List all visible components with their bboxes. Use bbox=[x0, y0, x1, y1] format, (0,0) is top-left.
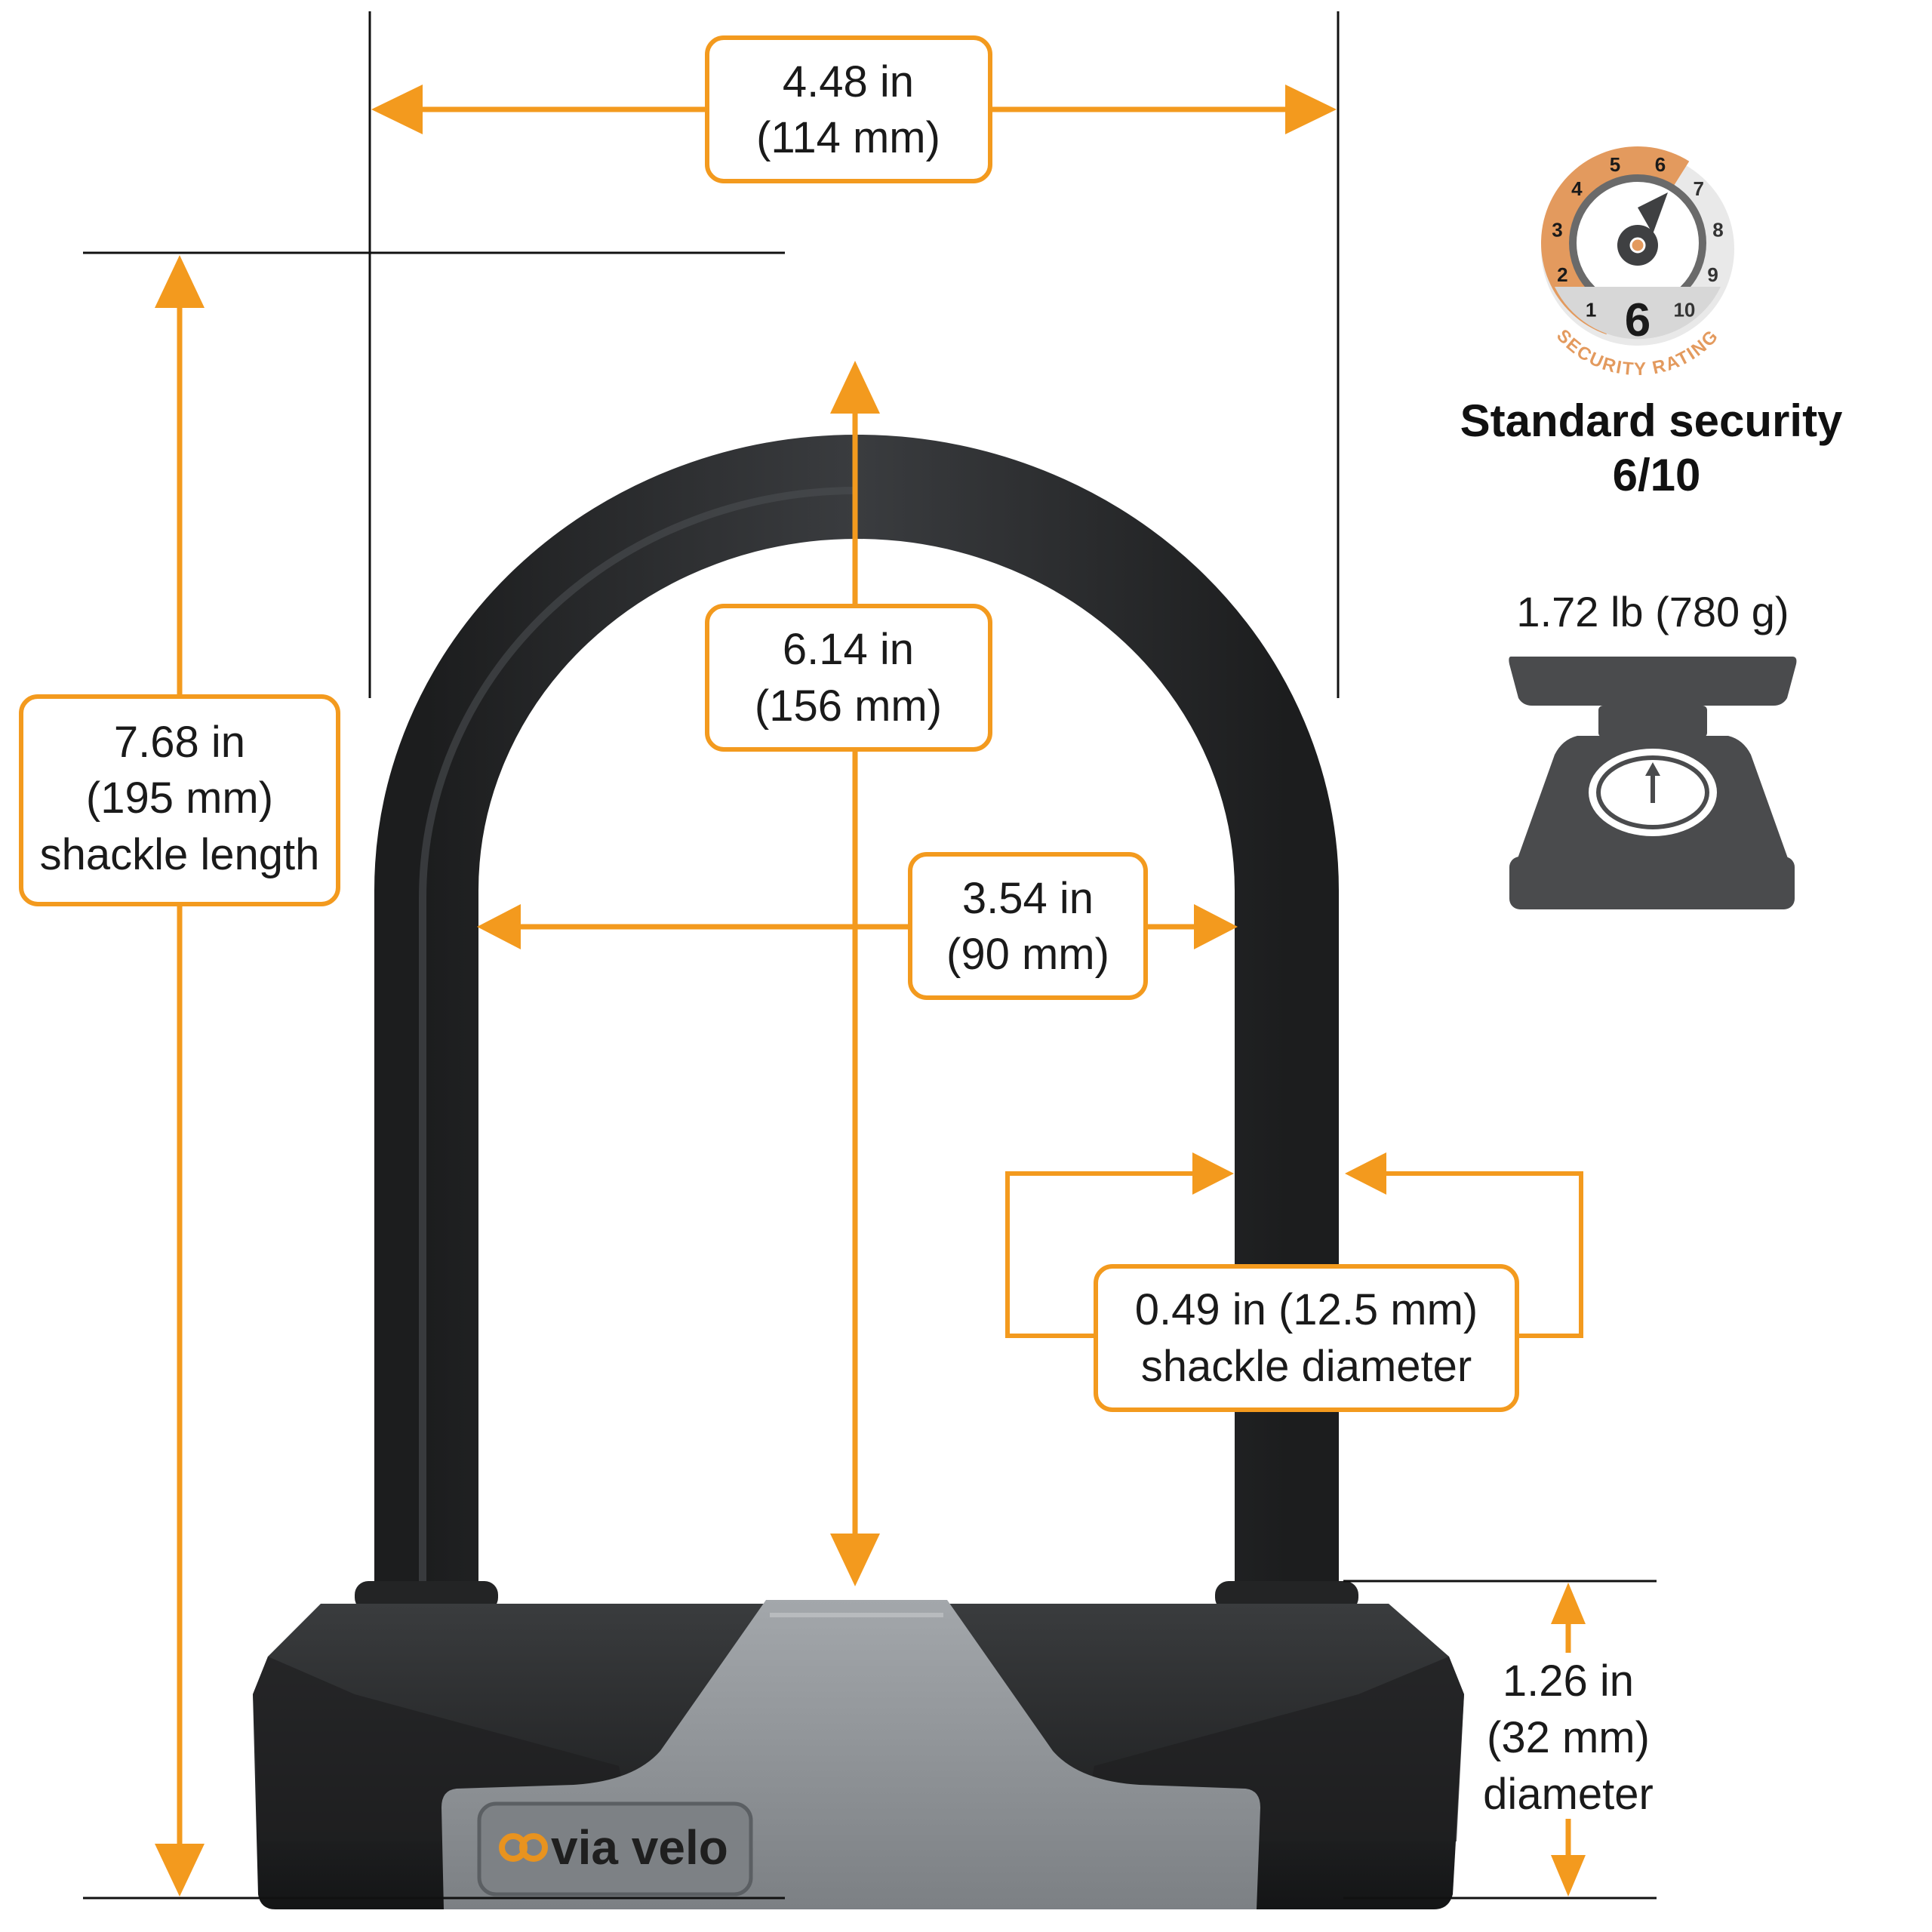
shackle-length-arrow-bottom bbox=[155, 1844, 205, 1897]
dimension-arrows bbox=[155, 85, 1586, 1897]
inner-width-arrow-right bbox=[1194, 904, 1238, 949]
inner-height-arrow-top bbox=[830, 361, 880, 414]
shackle-diameter-arrow-left bbox=[1192, 1152, 1234, 1195]
shackle-length-arrow-top bbox=[155, 255, 205, 308]
dim-label-body-diameter: 1.26 in (32 mm) diameter bbox=[1483, 1654, 1654, 1819]
shackle-length-inches: 7.68 in bbox=[114, 718, 245, 767]
weight-info: 1.72 lb (780 g) bbox=[1509, 588, 1797, 909]
dial-number: 1 bbox=[1586, 299, 1596, 321]
shackle-diameter-value: 0.49 in (12.5 mm) bbox=[1135, 1285, 1478, 1334]
rating-value: 6 bbox=[1625, 294, 1651, 346]
kitchen-scale-icon bbox=[1509, 657, 1797, 909]
outer-width-arrow-left bbox=[371, 85, 423, 134]
body-diameter-caption: diameter bbox=[1483, 1770, 1654, 1819]
shackle-diameter-bracket-left bbox=[1005, 1171, 1200, 1338]
inner-width-arrow-left bbox=[477, 904, 521, 949]
dial-number: 5 bbox=[1610, 153, 1620, 176]
inner-height-inches: 6.14 in bbox=[783, 625, 914, 674]
security-score: 6/10 bbox=[1613, 450, 1701, 500]
dial-number: 8 bbox=[1712, 218, 1723, 241]
shackle-length-mm: (195 mm) bbox=[86, 774, 273, 823]
shackle-diameter-caption: shackle diameter bbox=[1141, 1342, 1472, 1391]
body-diameter-mm: (32 mm) bbox=[1487, 1713, 1650, 1762]
infinity-rings-logo bbox=[499, 1833, 548, 1862]
outer-width-inches: 4.48 in bbox=[783, 57, 914, 106]
dim-label-shackle-length: 7.68 in (195 mm) shackle length bbox=[19, 694, 340, 906]
shackle-diameter-arrow-right bbox=[1345, 1152, 1386, 1195]
outer-width-mm: (114 mm) bbox=[756, 113, 940, 162]
outer-width-arrow-right bbox=[1285, 85, 1337, 134]
body-diameter-arrow-top bbox=[1551, 1583, 1586, 1624]
brand-plate bbox=[477, 1801, 753, 1897]
dial-number: 4 bbox=[1571, 177, 1583, 200]
shackle-highlight bbox=[419, 487, 857, 1585]
extension-lines bbox=[83, 11, 1657, 1900]
body-diameter-inches: 1.26 in bbox=[1503, 1657, 1634, 1706]
dim-label-inner-height: 6.14 in (156 mm) bbox=[705, 604, 992, 752]
inner-height-mm: (156 mm) bbox=[755, 681, 942, 731]
inner-height-arrow-bottom bbox=[830, 1534, 880, 1586]
dial-number: 10 bbox=[1673, 299, 1695, 321]
dial-number: 6 bbox=[1655, 153, 1666, 176]
dial-hub-center bbox=[1629, 237, 1646, 254]
body-diameter-arrow-bottom bbox=[1551, 1855, 1586, 1897]
dim-label-outer-width: 4.48 in (114 mm) bbox=[705, 35, 992, 183]
dim-label-inner-width: 3.54 in (90 mm) bbox=[908, 852, 1148, 1000]
dial-number: 9 bbox=[1707, 263, 1718, 286]
shackle-length-caption: shackle length bbox=[40, 830, 320, 879]
brand-logo-text: via velo bbox=[551, 1820, 728, 1875]
dial-needle bbox=[1638, 192, 1668, 234]
weight-label: 1.72 lb (780 g) bbox=[1516, 588, 1789, 635]
dial-number: 3 bbox=[1552, 218, 1562, 241]
inner-width-inches: 3.54 in bbox=[962, 874, 1094, 923]
security-title: Standard security bbox=[1460, 395, 1843, 446]
dial-number: 7 bbox=[1693, 177, 1703, 200]
shackle-diameter-bracket-right bbox=[1381, 1171, 1583, 1338]
dim-label-shackle-diameter: 0.49 in (12.5 mm) shackle diameter bbox=[1094, 1264, 1519, 1412]
inner-width-mm: (90 mm) bbox=[946, 930, 1109, 979]
dial-number: 2 bbox=[1557, 263, 1567, 286]
dial-bottom-panel bbox=[1555, 287, 1721, 340]
